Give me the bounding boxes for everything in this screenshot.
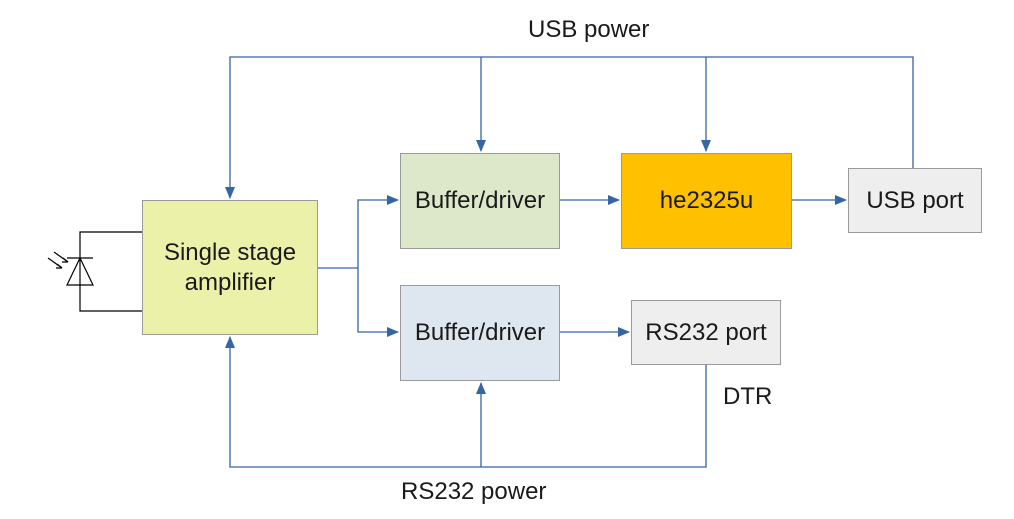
usb-power-line <box>225 56 914 199</box>
buffer-driver-bottom-label: Buffer/driver <box>414 319 546 346</box>
usb-power-label: USB power <box>528 16 650 43</box>
he2325u-block: he2325u <box>621 153 792 249</box>
amplifier-label-line1: Single stage <box>163 238 297 266</box>
amp-to-buffer-bottom <box>357 268 399 337</box>
rs232-port-block: RS232 port <box>631 300 781 365</box>
rs232-port-label: RS232 port <box>645 318 767 346</box>
amplifier-label-line2: amplifier <box>184 268 276 296</box>
rs232-power-line <box>225 336 707 468</box>
usb-port-label: USB port <box>866 186 964 214</box>
buffer-driver-top-label: Buffer/driver <box>414 187 546 214</box>
rs232-power-label: RS232 power <box>401 478 547 505</box>
amplifier-block: Single stage amplifier <box>142 200 318 335</box>
buffer-driver-top-block: Buffer/driver <box>400 153 560 249</box>
buffer-driver-bottom-block: Buffer/driver <box>400 285 560 381</box>
photodiode-icon <box>47 231 142 312</box>
dtr-label: DTR <box>723 383 773 410</box>
usb-port-block: USB port <box>848 168 982 233</box>
amp-to-buffer-top <box>357 195 399 268</box>
he2325u-label: he2325u <box>659 187 754 214</box>
